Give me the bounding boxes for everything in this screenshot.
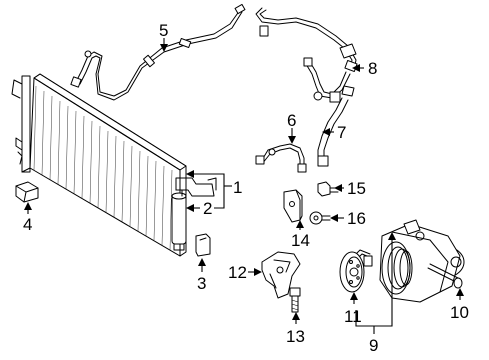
bolt-13 — [289, 287, 301, 313]
bracket-14 — [283, 189, 303, 223]
callout-11: 11 — [344, 307, 362, 326]
callout-16: 16 — [347, 209, 366, 228]
ac-line-5 — [70, 3, 246, 101]
callout-lines — [24, 38, 464, 334]
callout-1: 1 — [233, 178, 242, 197]
bracket-4 — [15, 181, 39, 203]
receiver-drier — [171, 189, 187, 251]
callout-5: 5 — [159, 21, 168, 40]
hose-7 — [317, 91, 349, 167]
callout-15: 15 — [347, 179, 366, 198]
callout-12: 12 — [228, 263, 247, 282]
bracket-3 — [195, 233, 211, 257]
callout-8: 8 — [368, 59, 377, 78]
ac-line-6 — [255, 143, 307, 173]
callout-3: 3 — [197, 274, 206, 293]
clutch-plate — [339, 251, 365, 293]
condenser — [11, 73, 217, 257]
callout-13: 13 — [286, 327, 305, 346]
bolt-16 — [309, 211, 331, 225]
callout-10: 10 — [450, 303, 469, 322]
bracket-12 — [261, 251, 301, 299]
bolt-15 — [317, 181, 339, 197]
callout-14: 14 — [291, 231, 310, 250]
hose-upper — [303, 57, 355, 101]
callout-6: 6 — [287, 111, 296, 130]
callout-2: 2 — [203, 199, 212, 218]
callout-9: 9 — [369, 336, 378, 355]
compressor — [353, 219, 465, 303]
callout-4: 4 — [23, 215, 32, 234]
bolt-10 — [427, 263, 463, 289]
callout-labels: 1 2 3 4 5 6 7 8 9 10 11 12 13 14 15 16 — [23, 21, 469, 355]
callout-7: 7 — [337, 123, 346, 142]
